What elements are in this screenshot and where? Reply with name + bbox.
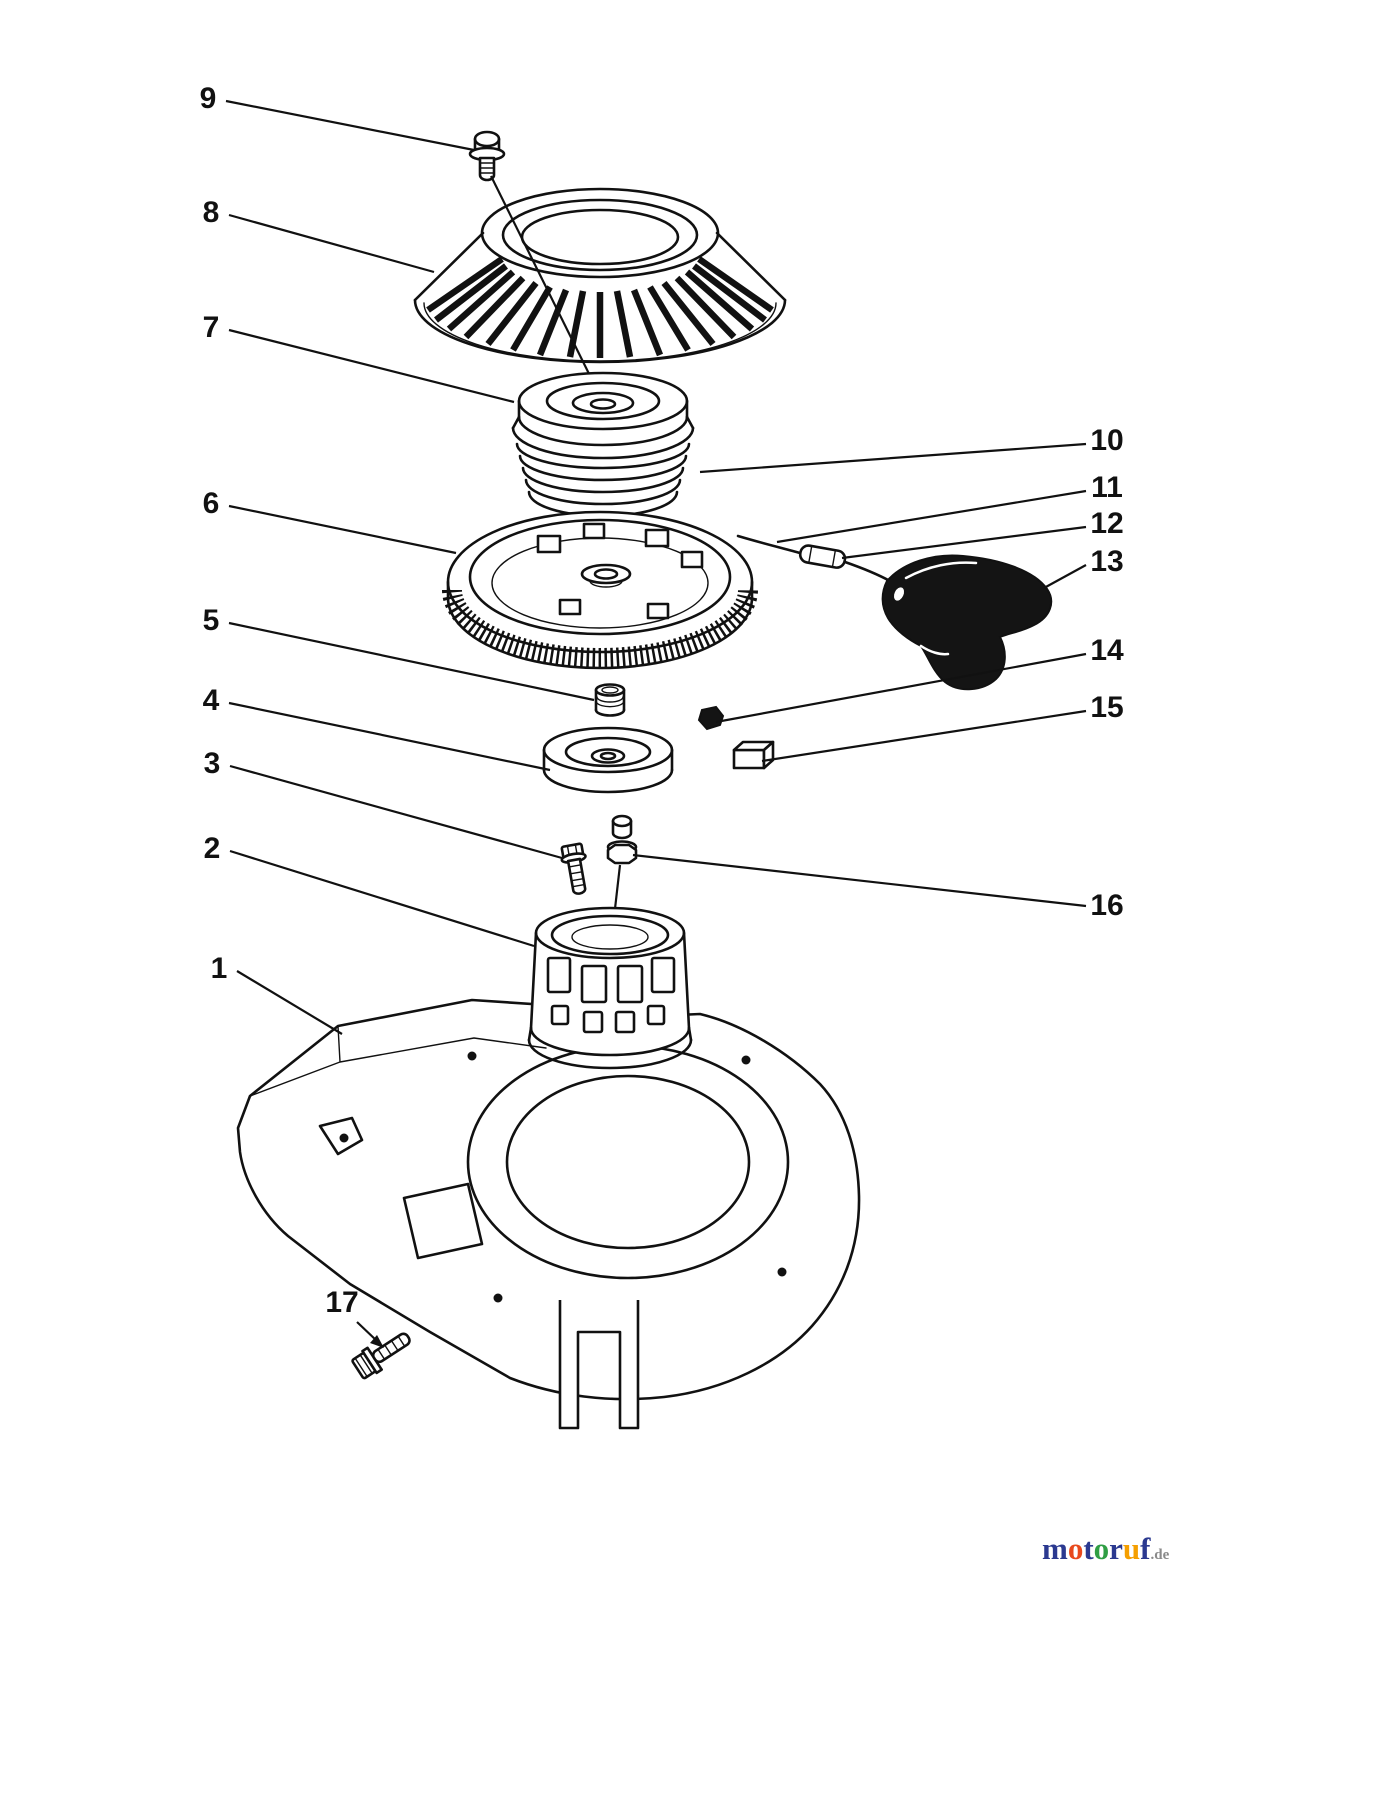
watermark-letter: f [1140,1531,1151,1566]
pawl-tabs [536,522,704,620]
watermark-letter: o [1067,1531,1084,1566]
part-label-9: 9 [200,82,217,115]
part-label-6: 6 [203,487,220,520]
leader-line-2 [229,849,535,948]
leader-line-4 [228,701,551,772]
leader-line-12 [841,525,1087,560]
part-9-screw [468,130,506,182]
rope-entry-hole [893,587,905,601]
part-10-rewind-spring [515,442,691,518]
leader-line-3 [229,764,563,860]
part-label-3: 3 [204,747,221,780]
part-3-screw [560,842,587,895]
part-label-15: 15 [1090,691,1123,724]
leader-line-14 [715,652,1087,724]
leader-line-9 [225,99,475,152]
part-7-pulley [511,371,695,460]
part-2-retainer-cage [527,906,693,1070]
part-label-1: 1 [211,952,228,985]
leader-line-10 [699,442,1087,474]
leader-arrowhead-17 [370,1335,384,1348]
part-label-10: 10 [1090,424,1123,457]
part-13-starter-handle [881,554,1053,691]
part-12-rope-ferrule [798,544,847,569]
part-6-ring-gear [442,510,758,670]
watermark-suffix: .de [1150,1547,1170,1563]
part-label-17: 17 [325,1286,358,1319]
watermark: motoruf.de [1042,1533,1169,1564]
retainer-windows [546,956,676,1034]
part-label-14: 14 [1090,634,1124,667]
part-label-4: 4 [203,684,220,717]
watermark-word: motoruf [1042,1531,1151,1566]
leader-line-17 [356,1321,378,1342]
part-label-2: 2 [204,832,221,865]
leader-line-5 [228,621,595,702]
part-label-7: 7 [203,311,220,344]
watermark-letter: o [1093,1531,1110,1566]
leader-line-13 [1043,564,1087,589]
housing-bottom-bracket [558,1300,640,1430]
leader-line-6 [228,504,457,555]
part-8-starter-cover [413,187,787,364]
watermark-letter: r [1109,1531,1123,1566]
leader-line-16 [632,853,1087,908]
watermark-letter: t [1083,1531,1094,1566]
watermark-letter: u [1122,1531,1141,1566]
leader-line-15 [761,709,1087,763]
part-label-5: 5 [203,604,220,637]
watermark-letter: m [1042,1531,1068,1566]
leader-line-8 [228,213,435,274]
part-label-13: 13 [1090,545,1123,578]
part-5-spring [594,683,626,717]
part-label-16: 16 [1090,889,1123,922]
leader-line-11 [776,489,1087,544]
part-label-12: 12 [1090,507,1123,540]
leader-line-7 [228,328,515,404]
part-4-starter-cup [542,726,674,794]
part-label-11: 11 [1091,471,1123,504]
part-label-8: 8 [203,196,220,229]
part-15-clip [732,740,775,770]
center-axis-line [490,175,602,399]
part-17-screw [351,1332,411,1380]
leader-line-1 [236,970,343,1035]
housing-label-plate [402,1182,484,1260]
cover-vent-slots [426,256,774,358]
part-1-blower-housing [236,998,861,1430]
part-14-clip [697,705,725,731]
